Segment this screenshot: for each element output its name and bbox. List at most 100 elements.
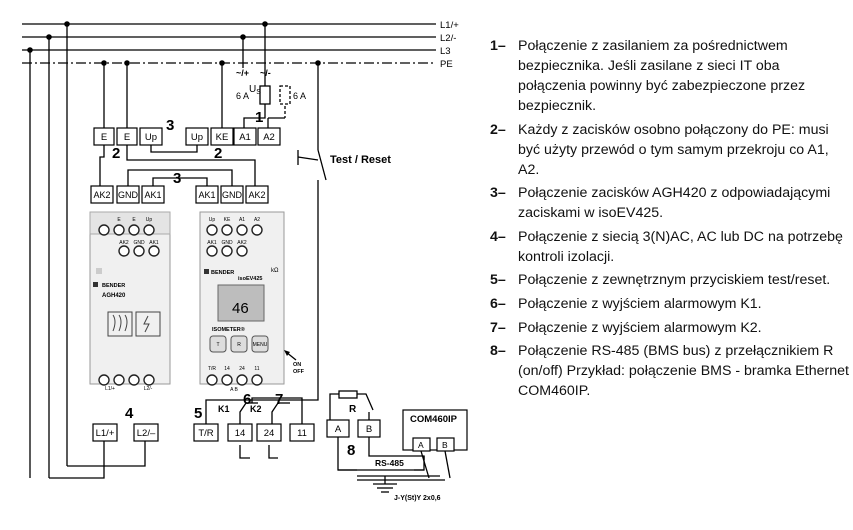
supply-plus-minus: ~/- (260, 68, 271, 78)
wiring-diagram: L1/+ L2/- L3 PE ~/ (22, 20, 468, 502)
bottom-terminal-l1: L1/+ (96, 428, 115, 439)
top-terminal-a1: A1 (239, 132, 251, 143)
mid-left-ak2: AK2 (93, 190, 110, 200)
legend-list: 1–Połączenie z zasilaniem za pośrednictw… (490, 36, 850, 405)
bottom-terminal-14: 14 (235, 428, 246, 439)
bottom-terminal-b: B (366, 424, 372, 435)
legend-item-4: 4–Połączenie z siecią 3(N)AC, AC lub DC … (490, 228, 843, 265)
mid-connect (99, 145, 256, 186)
svg-text:T: T (216, 342, 219, 348)
display-value: 46 (232, 300, 249, 317)
svg-text:E: E (117, 217, 121, 223)
com460ip-b: B (442, 440, 448, 450)
bottom-terminal-11: 11 (297, 428, 307, 439)
callout-2a: 2 (112, 145, 120, 162)
line-l3-label: L3 (440, 46, 451, 57)
legend-item-5: 5–Połączenie z zewnętrznym przyciskiem t… (490, 272, 831, 289)
device-agh420: E E Up AK2 GND AK1 L1/+ L2/- BENDER AGH4… (89, 211, 171, 392)
com460ip-a: A (418, 440, 424, 450)
svg-text:L2/-: L2/- (144, 386, 153, 392)
callout-3a: 3 (166, 117, 174, 134)
off-label: OFF (293, 369, 305, 375)
callout-3b: 3 (173, 170, 181, 187)
callout-5: 5 (194, 405, 202, 422)
svg-text:Up: Up (146, 217, 153, 223)
mid-right-gnd: GND (222, 190, 243, 200)
mid-bridges (127, 169, 233, 186)
line-l1-label: L1/+ (440, 20, 459, 31)
com460ip-name: COM460IP (410, 414, 458, 425)
supply-lines (22, 23, 436, 64)
r-label: R (349, 404, 357, 415)
lcd-display (217, 284, 265, 322)
svg-text:GND: GND (133, 240, 145, 246)
callout-6: 6 (243, 391, 251, 408)
callout-1: 1 (255, 109, 263, 126)
top-terminal-e1: E (101, 132, 107, 143)
svg-text:GND: GND (221, 240, 233, 246)
svg-text:AK1: AK1 (207, 240, 217, 246)
agh420-model: AGH420 (102, 293, 126, 299)
rs485-wiring (329, 390, 445, 493)
svg-text:14: 14 (224, 366, 230, 372)
on-label: ON (293, 362, 301, 368)
fuse-a-label: 6 A (236, 91, 249, 101)
bottom-feed (29, 440, 146, 479)
line-l2-label: L2/- (440, 33, 456, 44)
cable-label: J-Y(St)Y 2x0,6 (394, 495, 441, 502)
btn-r[interactable] (230, 335, 248, 353)
svg-text:11: 11 (254, 366, 259, 372)
supply-minus-plus: ~/+ (236, 68, 249, 78)
k1-label: K1 (218, 404, 230, 414)
svg-text:Up: Up (209, 217, 216, 223)
callout-4: 4 (125, 405, 134, 422)
svg-text:T/R: T/R (208, 366, 216, 372)
k2-label: K2 (250, 404, 262, 414)
device-isoev425: Up KE A1 A2 AK1 GND AK2 T/R 14 24 11 A B… (199, 211, 305, 393)
top-terminal-up1: Up (145, 132, 157, 143)
legend-item-2: 2–Każdy z zacisków osobno połączony do P… (490, 121, 829, 178)
isometer-label: ISOMETER® (212, 326, 245, 333)
callout-7: 7 (275, 391, 283, 408)
junction-dots (27, 21, 321, 66)
svg-text:A B: A B (230, 387, 238, 393)
fuse-b-label: 6 A (293, 91, 306, 101)
legend-item-6: 6–Połączenie z wyjściem alarmowym K1. (490, 295, 762, 312)
legend-item-7: 7–Połączenie z wyjściem alarmowym K2. (490, 319, 762, 336)
callout-2b: 2 (214, 145, 222, 162)
legend-item-1: 1–Połączenie z zasilaniem za pośrednictw… (490, 38, 806, 114)
btn-t[interactable] (209, 335, 227, 353)
top-terminal-ke: KE (216, 132, 229, 143)
bottom-terminal-a: A (335, 424, 342, 435)
btn-menu[interactable] (251, 335, 269, 353)
agh420-brand: BENDER (102, 283, 125, 289)
bottom-terminal-tr: T/R (198, 428, 213, 439)
relay-contacts (239, 397, 303, 459)
top-terminal-a2: A2 (263, 132, 275, 143)
supply-us: US (249, 84, 261, 96)
isoev-model: isoEV425 (238, 276, 262, 282)
feed-wires (29, 24, 327, 478)
mid-right-ak2: AK2 (248, 190, 265, 200)
mid-left-ak1: AK1 (144, 190, 161, 200)
svg-text:AK1: AK1 (149, 240, 159, 246)
svg-text:KE: KE (224, 217, 231, 223)
svg-text:R: R (237, 342, 241, 348)
svg-text:AK2: AK2 (119, 240, 129, 246)
mid-right-ak1: AK1 (198, 190, 215, 200)
bottom-terminal-24: 24 (264, 428, 275, 439)
top-terminal-up2: Up (191, 132, 203, 143)
top-terminal-row (93, 127, 281, 146)
callout-8: 8 (347, 442, 355, 459)
test-reset-label: Test / Reset (330, 154, 391, 166)
mid-left-gnd: GND (118, 190, 139, 200)
svg-text:24: 24 (239, 366, 245, 372)
legend-item-3: 3–Połączenie zacisków AGH420 z odpowiada… (490, 185, 831, 222)
svg-text:A2: A2 (254, 217, 260, 223)
svg-text:L1/+: L1/+ (105, 386, 115, 392)
warning-icon (107, 311, 161, 337)
isoev-brand: BENDER (211, 270, 234, 276)
bottom-terminal-l2: L2/– (137, 428, 156, 439)
com460ip-box (402, 409, 468, 479)
svg-text:E: E (132, 217, 136, 223)
